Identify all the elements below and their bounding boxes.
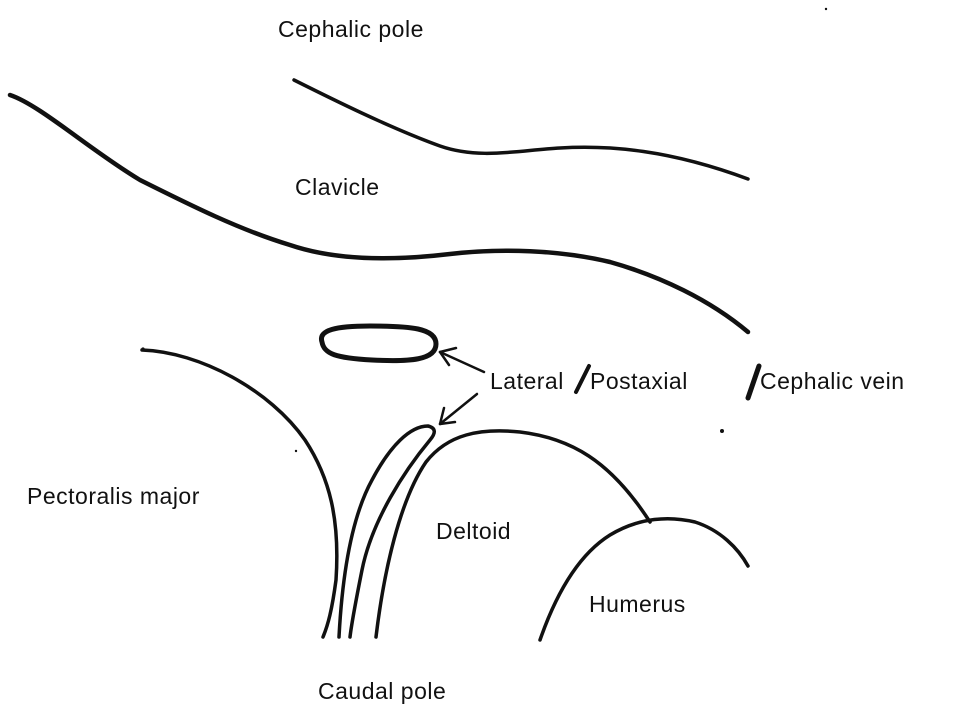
speck-mark — [141, 347, 144, 350]
label-cephalic-vein: Cephalic vein — [760, 368, 905, 394]
arrow-to-vein-longitudinal — [440, 394, 477, 424]
speck-mark — [295, 450, 297, 452]
label-postaxial: Postaxial — [590, 368, 688, 394]
label-caudal-pole: Caudal pole — [318, 678, 446, 704]
vein-longitudinal-loop — [339, 426, 434, 637]
clavicle-upper-border — [294, 80, 748, 179]
label-slash-separator — [748, 366, 759, 398]
label-slash-separator — [576, 366, 589, 392]
label-humerus: Humerus — [589, 591, 686, 617]
label-deltoid: Deltoid — [436, 518, 511, 544]
label-clavicle: Clavicle — [295, 174, 380, 200]
label-lateral: Lateral — [490, 368, 564, 394]
speck-mark — [825, 8, 827, 10]
label-cephalic-pole: Cephalic pole — [278, 16, 424, 42]
vein-cross-section-oval — [321, 326, 436, 361]
arrow-to-vein-oval — [440, 348, 484, 372]
humerus-border — [540, 519, 748, 640]
clavicle-lower-border — [10, 95, 748, 332]
speck-mark — [720, 429, 724, 433]
label-pectoralis-major: Pectoralis major — [27, 483, 200, 509]
